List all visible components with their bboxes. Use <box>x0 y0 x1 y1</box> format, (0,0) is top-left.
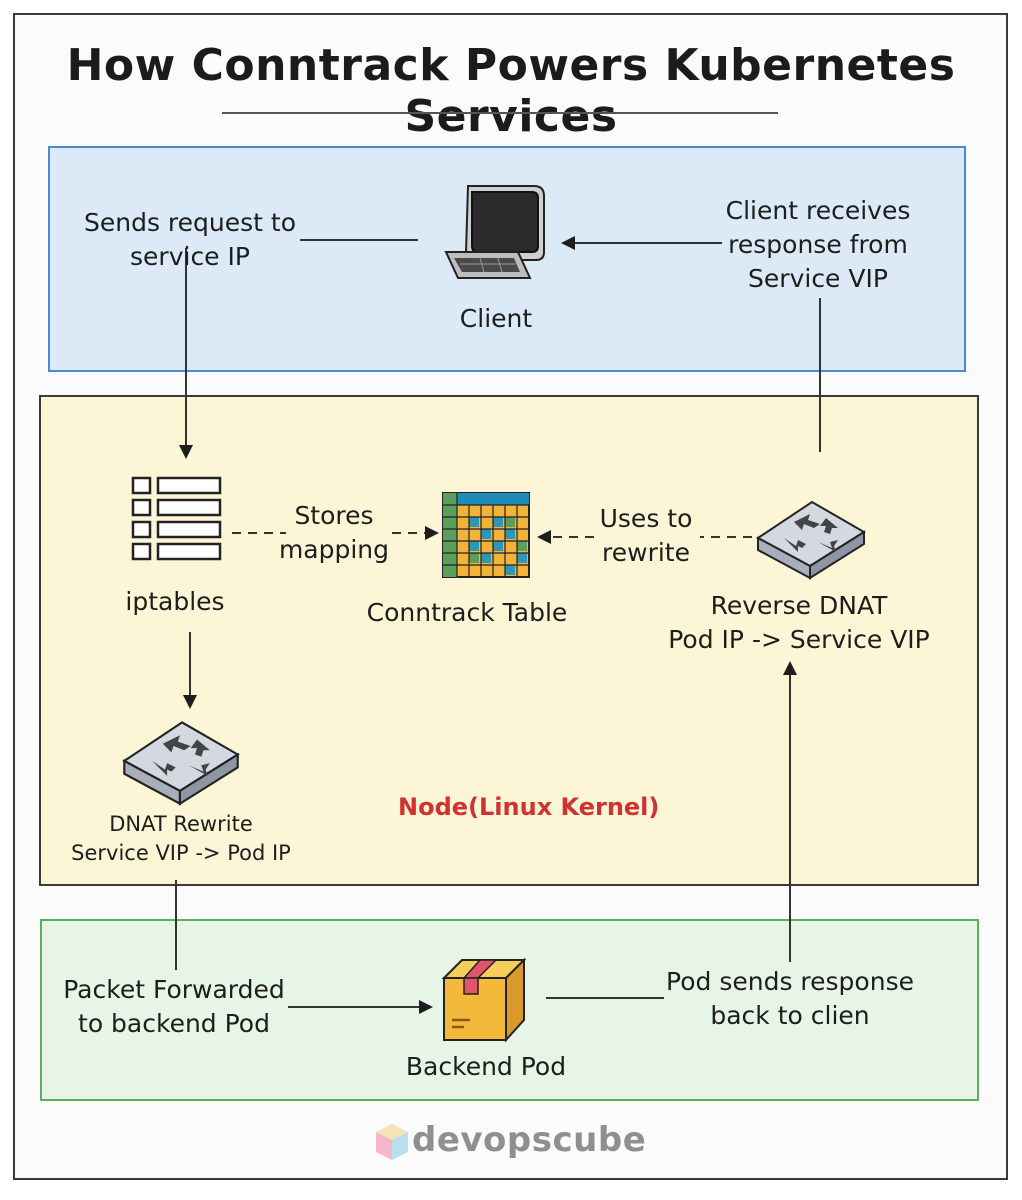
package-box-icon <box>441 957 527 1043</box>
client-receives-label: Client receives response from Service VI… <box>725 196 911 293</box>
uses-to-rewrite-label: Uses to rewrite <box>599 504 693 567</box>
dnat-rewrite-label: DNAT Rewrite Service VIP -> Pod IP <box>71 812 291 865</box>
pod-sends-response-label: Pod sends response back to clien <box>666 967 914 1030</box>
router-switch-icon <box>756 500 866 580</box>
title-underline <box>222 112 778 114</box>
sends-request-label: Sends request to service IP <box>83 208 296 271</box>
page-title: How Conntrack Powers Kubernetes Services <box>66 40 956 142</box>
stores-mapping-label: Stores mapping <box>278 501 390 564</box>
node-kernel-label: Node(Linux Kernel) <box>398 793 660 821</box>
client-label: Client <box>459 304 533 333</box>
iptables-label: iptables <box>125 587 225 616</box>
grid-table-icon <box>442 492 530 578</box>
router-switch-icon <box>122 721 240 806</box>
packet-forwarded-label: Packet Forwarded to backend Pod <box>63 975 285 1038</box>
table-list-icon <box>131 476 222 561</box>
reverse-dnat-label: Reverse DNAT Pod IP -> Service VIP <box>668 591 930 654</box>
conntrack-table-label: Conntrack Table <box>366 598 568 627</box>
brand-wordmark: devopscube <box>412 1120 647 1160</box>
cube-logo-icon <box>376 1124 408 1160</box>
computer-icon <box>444 185 545 279</box>
backend-pod-label: Backend Pod <box>405 1052 567 1081</box>
